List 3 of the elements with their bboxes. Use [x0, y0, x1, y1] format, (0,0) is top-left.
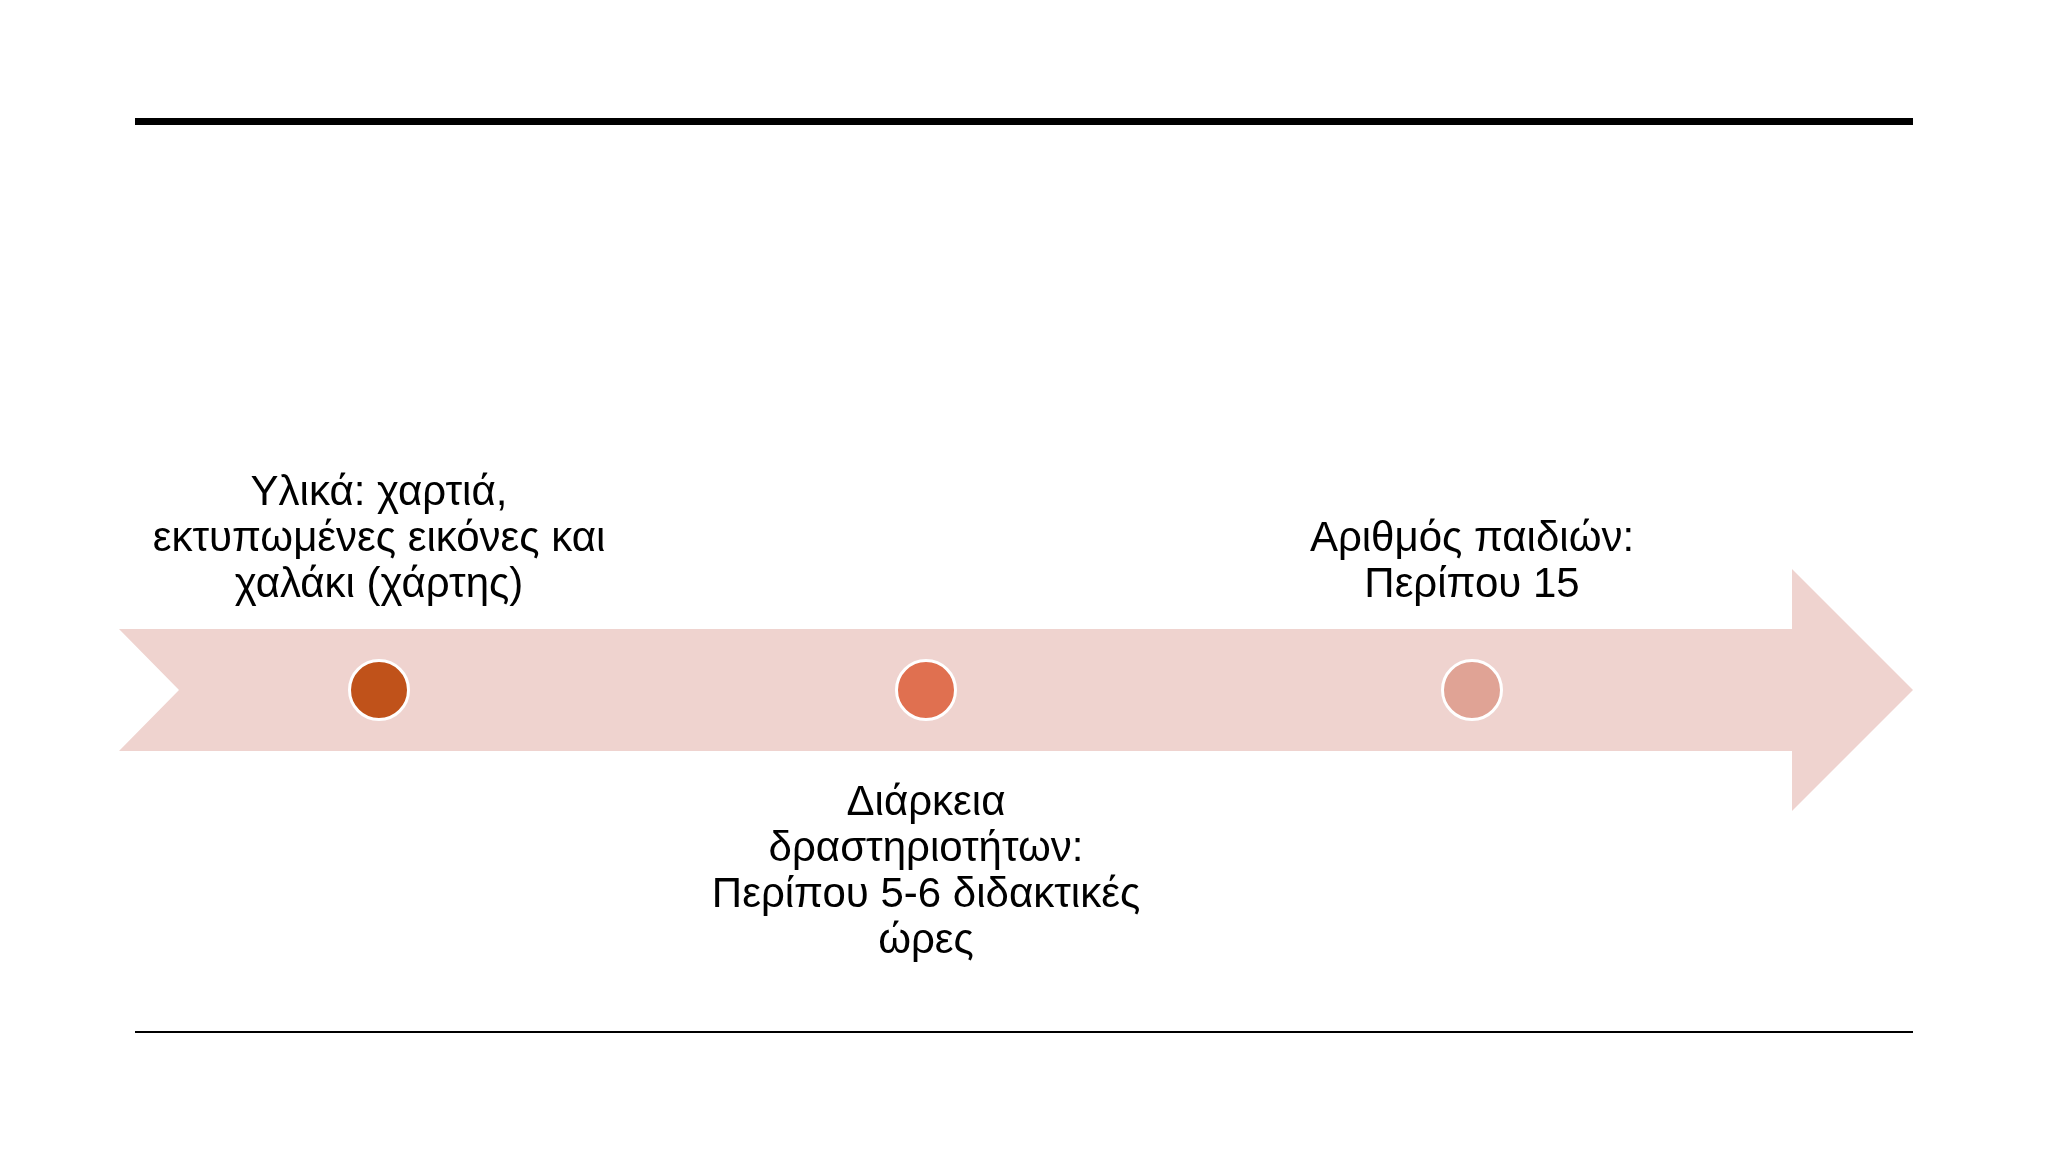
timeline-caption: Διάρκεια δραστηριοτήτων: Περίπου 5-6 διδακτικές ώρες	[710, 778, 1142, 962]
timeline-caption: Υλικά: χαρτιά, εκτυπωμένες εικόνες και χαλάκι (χάρτης)	[151, 468, 607, 606]
timeline-caption: Αριθμός παιδιών: Περίπου 15	[1308, 514, 1636, 606]
